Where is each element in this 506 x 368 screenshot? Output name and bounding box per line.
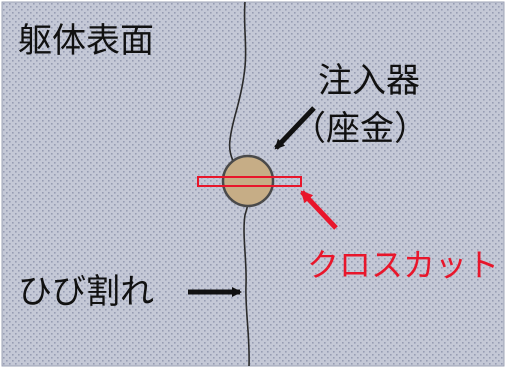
crack-label: ひび割れ	[18, 272, 154, 312]
injector-arrow	[274, 106, 316, 150]
crosscut-marker	[197, 176, 302, 187]
injector-label-line2: （座金）	[292, 109, 428, 149]
crosscut-label: クロスカット	[307, 246, 499, 284]
injector-washer	[221, 154, 275, 208]
injector-label-line1: 注入器	[318, 61, 420, 101]
crosscut-arrow	[300, 190, 338, 230]
surface-label: 躯体表面	[18, 21, 154, 61]
